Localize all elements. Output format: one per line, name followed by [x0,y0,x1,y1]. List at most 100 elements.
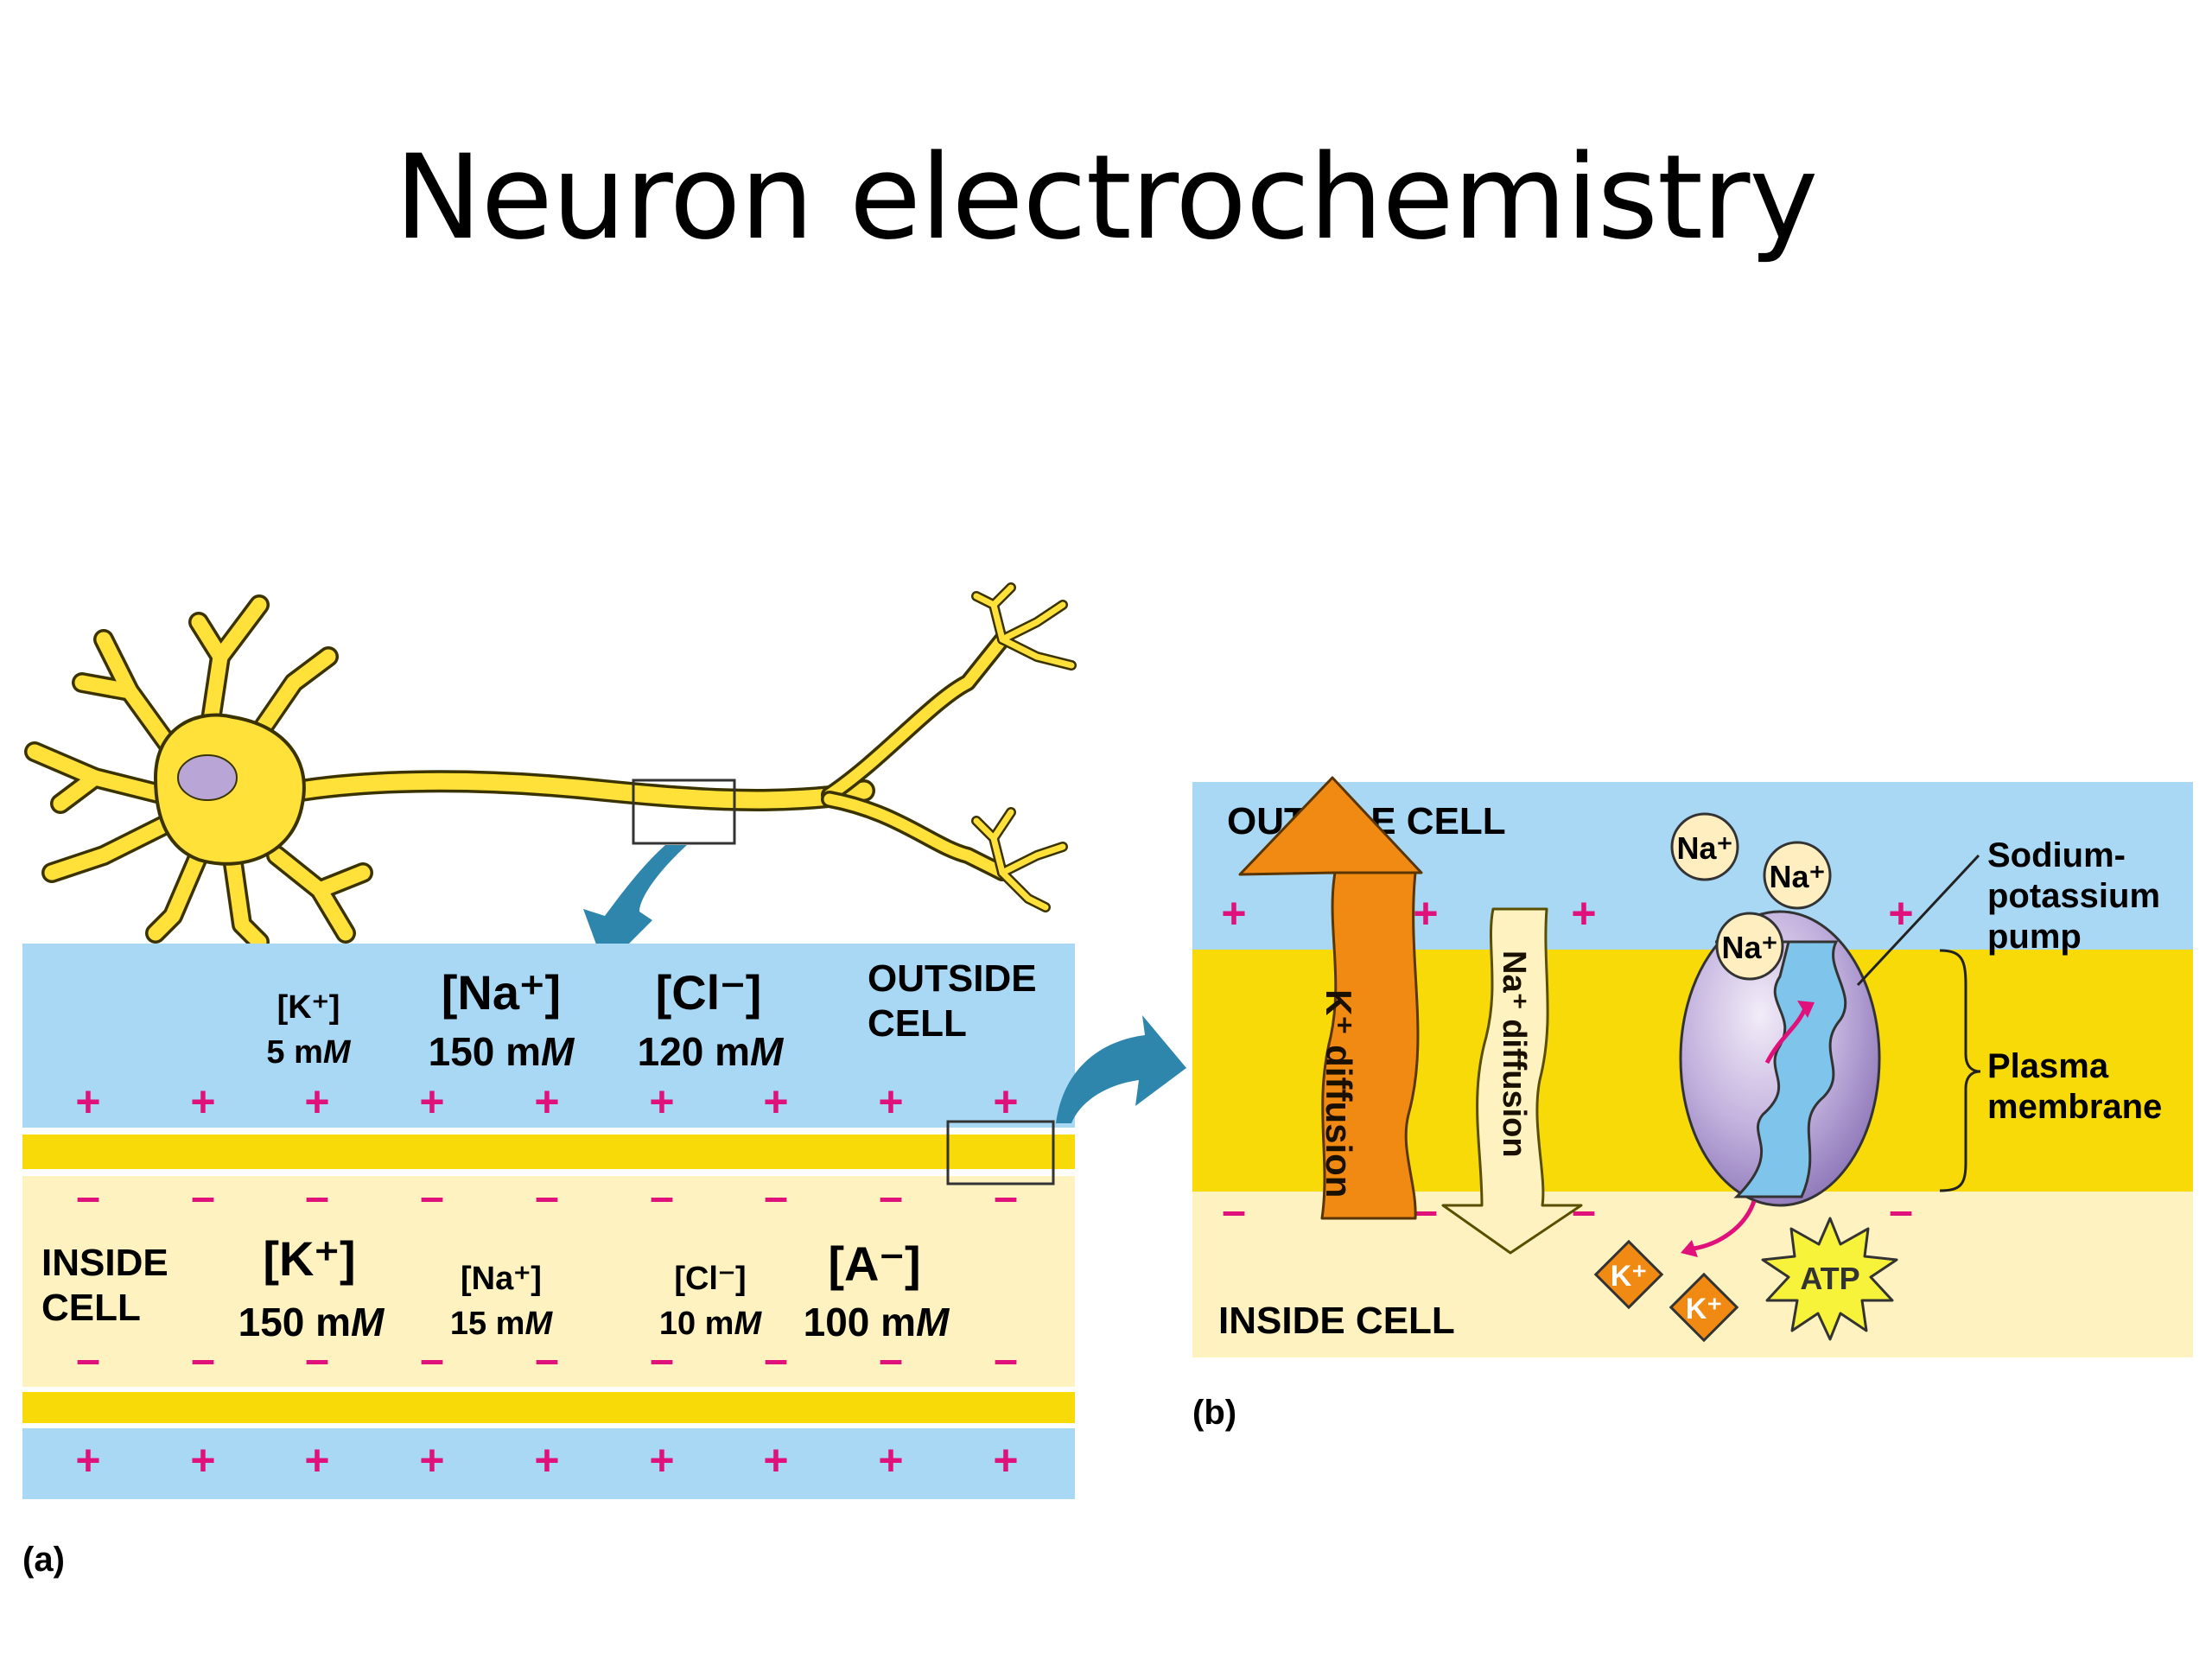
outside-conc-na: 150 mM [429,1029,575,1074]
na-ion-1: Na⁺ [1670,812,1739,881]
minus-sign: – [764,1335,788,1383]
plus-sign: + [419,1436,444,1484]
svg-text:Na⁺: Na⁺ [1676,830,1732,866]
na-ion-2: Na⁺ [1763,841,1832,910]
svg-text:Na⁺: Na⁺ [1721,930,1777,965]
minus-sign: – [1414,1186,1438,1235]
minus-sign: – [764,1173,788,1221]
plus-sign: + [534,1436,559,1484]
plus-sign: + [190,1436,215,1484]
inside-ion-na: [Na⁺] [461,1261,542,1297]
pump-leader-line [1856,854,1980,987]
inside-conc-cl: 10 mM [659,1306,763,1342]
panel-b-label: (b) [1192,1394,1236,1432]
minus-sign: – [879,1173,903,1221]
zoom-arrow-a [583,845,687,968]
plus-sign: + [75,1436,100,1484]
panel-a-label: (a) [22,1541,65,1579]
zoom-arrow-b [1056,1015,1186,1123]
plus-sign: + [1413,889,1438,938]
minus-sign: – [650,1173,674,1221]
outside-cell-label-a: OUTSIDE [868,957,1037,1000]
positive-charges-b: ++++ [1221,889,1913,938]
plus-sign: + [1571,889,1596,938]
positive-charges-row-1: + + + + + + + + + [75,1077,1018,1126]
na-diffusion-label: Na⁺ diffusion [1496,950,1532,1158]
svg-text:Na⁺: Na⁺ [1769,859,1825,894]
k-ion-2: K⁺ [1669,1272,1739,1343]
minus-sign: – [76,1335,100,1383]
inside-fluid-a [22,1176,1075,1387]
minus-sign: – [994,1335,1018,1383]
plus-sign: + [1221,889,1246,938]
axon-zoom-box [632,779,736,845]
negative-charges-b: –––– [1222,1186,1913,1235]
panel-a: [K⁺] 5 mM [Na⁺] 150 mM [Cl⁻] 120 mM OUTS… [22,944,1186,1579]
svg-text:K⁺: K⁺ [1686,1293,1723,1325]
plus-sign: + [878,1077,903,1126]
outside-cell-label-a-2: CELL [868,1002,967,1045]
panel-b: OUTSIDE CELL INSIDE CELL ++++ –––– K⁺ di… [1192,776,2193,1432]
pump-label-1: Sodium- [1987,836,2126,874]
nucleus [177,754,238,801]
outside-ion-na: [Na⁺] [442,965,561,1020]
slide-title: Neuron electrochemistry [394,130,1819,265]
plus-sign: + [304,1077,329,1126]
plus-sign: + [304,1436,329,1484]
k-diffusion-label: K⁺ diffusion [1319,989,1359,1198]
plus-sign: + [763,1077,788,1126]
positive-charges-row-2: + + + + + + + + + [75,1436,1018,1484]
minus-sign: – [535,1173,559,1221]
k-ion-1: K⁺ [1593,1239,1664,1310]
na-diffusion-arrow [1441,907,1583,1255]
minus-sign: – [191,1335,215,1383]
minus-sign: – [535,1335,559,1383]
inside-cell-label-b: INSIDE CELL [1218,1300,1455,1342]
inside-cell-label-a: INSIDE [41,1242,168,1284]
membrane-label-1: Plasma [1987,1047,2109,1085]
negative-charges-row-2: ––––––––– [76,1335,1018,1383]
outside-conc-k: 5 mM [266,1034,351,1071]
sodium-potassium-pump [1679,910,1881,1257]
plus-sign: + [878,1436,903,1484]
plus-sign: + [763,1436,788,1484]
inside-conc-na: 15 mM [450,1306,554,1342]
inside-ion-k: [K⁺] [263,1231,355,1286]
plus-sign: + [649,1436,674,1484]
plus-sign: + [419,1077,444,1126]
na-ion-3: Na⁺ [1715,912,1784,981]
minus-sign: – [1222,1186,1246,1235]
minus-sign: – [305,1173,329,1221]
plus-sign: + [993,1436,1018,1484]
neuron-illustration [24,582,1077,952]
plus-sign: + [190,1077,215,1126]
inside-conc-k: 150 mM [238,1300,385,1344]
pump-label-3: pump [1987,918,2082,956]
negative-charges-row-1: ––––––––– [76,1173,1018,1221]
inside-ion-a: [A⁻] [828,1236,920,1291]
outside-fluid-a-bottom [22,1428,1075,1499]
minus-sign: – [420,1335,444,1383]
minus-sign: – [305,1335,329,1383]
outside-fluid-a [22,944,1075,1128]
atp-burst: ATP [1761,1217,1898,1341]
plus-sign: + [534,1077,559,1126]
outside-ion-cl: [Cl⁻] [656,965,762,1020]
minus-sign: – [420,1173,444,1221]
inside-ion-cl: [Cl⁻] [674,1261,746,1297]
minus-sign: – [76,1173,100,1221]
axon [265,582,1077,912]
plus-sign: + [649,1077,674,1126]
inside-conc-a: 100 mM [804,1300,950,1344]
minus-sign: – [1889,1186,1913,1235]
plus-sign: + [993,1077,1018,1126]
minus-sign: – [994,1173,1018,1221]
membrane-zoom-box [946,1120,1055,1185]
svg-text:ATP: ATP [1800,1261,1859,1296]
plus-sign: + [75,1077,100,1126]
minus-sign: – [191,1173,215,1221]
svg-text:K⁺: K⁺ [1611,1260,1648,1293]
outside-conc-cl: 120 mM [638,1029,785,1074]
membrane-brace [1939,949,1981,1192]
minus-sign: – [650,1335,674,1383]
